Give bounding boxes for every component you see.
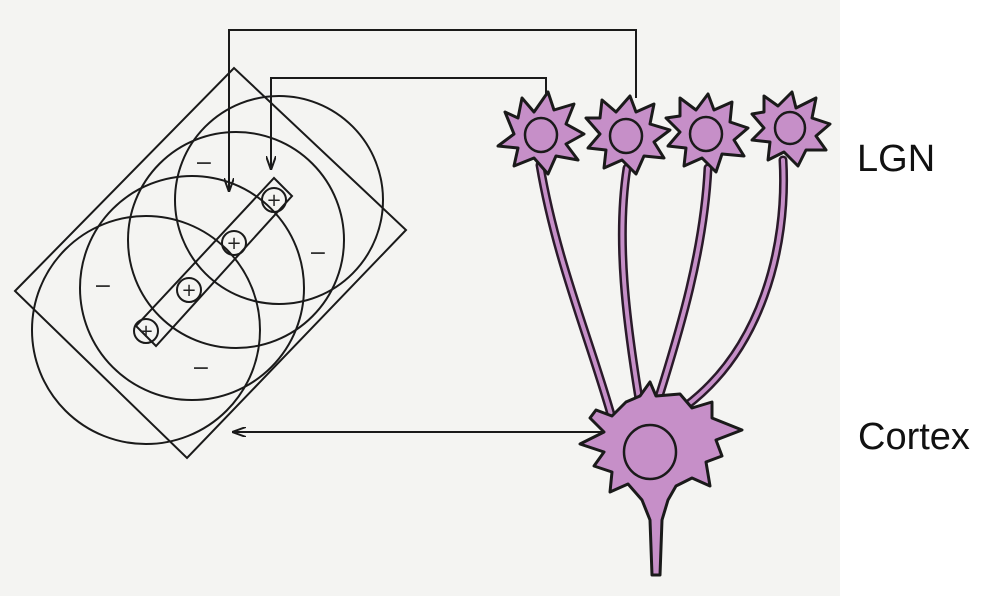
axon [658, 168, 708, 400]
on-center: + [134, 319, 158, 343]
cortex-neuron [580, 382, 742, 575]
lgn-neuron [586, 96, 670, 174]
lgn-neuron [498, 92, 584, 174]
off-sign: − [195, 151, 213, 176]
on-center: + [262, 188, 286, 212]
receptive-field: + + + + − − − − [15, 68, 406, 458]
connection-wire [271, 78, 546, 168]
on-center: + [222, 231, 246, 255]
cortex-label: Cortex [858, 418, 970, 456]
on-sign: + [138, 321, 153, 342]
connection-wires [229, 30, 636, 432]
on-sign: + [226, 233, 241, 254]
hubel-wiesel-diagram: + + + + − − − − [0, 0, 840, 596]
lgn-neuron [666, 94, 748, 172]
on-center: + [177, 278, 201, 302]
on-sign: + [266, 190, 281, 211]
off-sign: − [94, 274, 112, 299]
on-sign: + [181, 280, 196, 301]
connection-wire [229, 30, 636, 190]
lgn-label: LGN [857, 140, 935, 178]
receptive-field-frame [15, 68, 406, 458]
lgn-neuron [752, 92, 830, 166]
off-sign: − [309, 241, 327, 266]
off-sign: − [192, 356, 210, 381]
axons [540, 160, 784, 418]
